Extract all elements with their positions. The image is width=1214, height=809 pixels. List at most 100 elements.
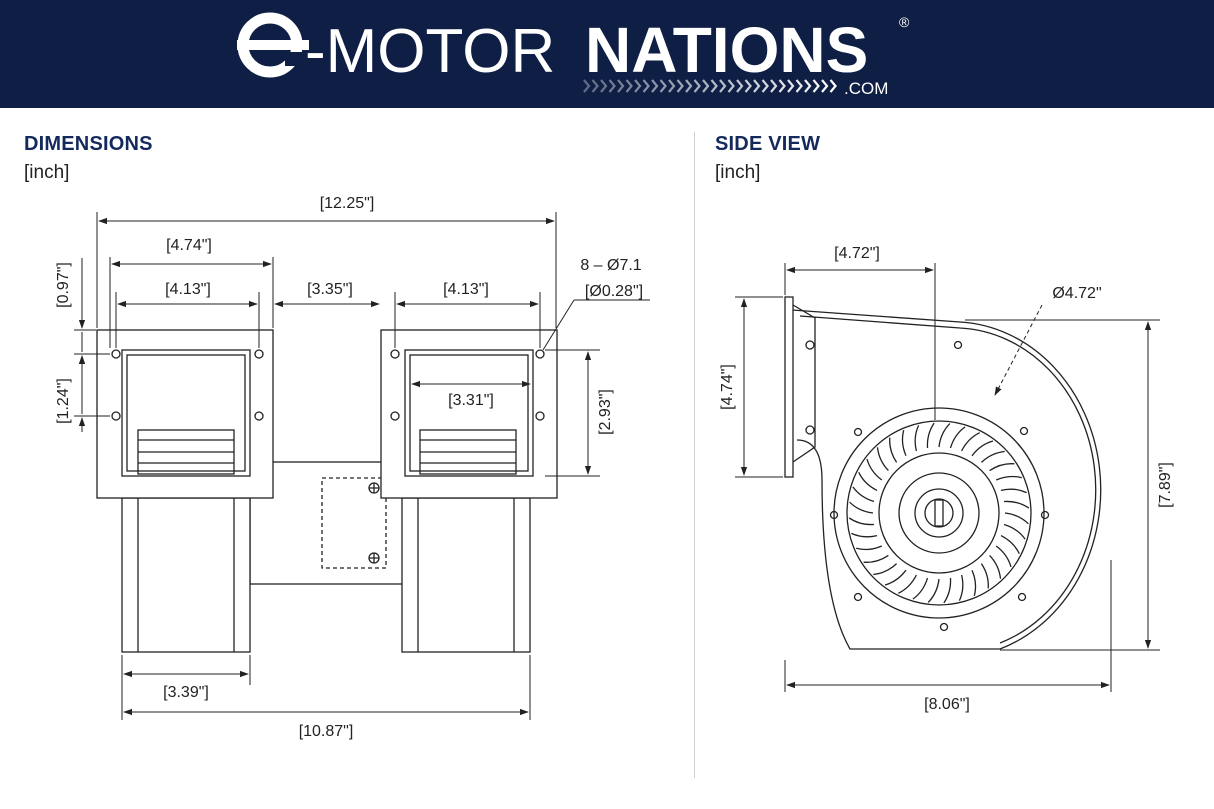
- fan-blade: [912, 577, 929, 600]
- dim-overall-depth: [8.06"]: [924, 696, 970, 713]
- chevron-mark: [676, 79, 684, 93]
- chevron-mark: [770, 79, 778, 93]
- fan-blade: [1000, 535, 1020, 554]
- chevron-mark: [787, 79, 795, 93]
- fan-blade: [980, 563, 989, 589]
- fan-blade: [1000, 488, 1027, 494]
- fan-blade: [914, 425, 920, 452]
- chevron-stripe-icon: [583, 79, 837, 93]
- fan-blade: [971, 569, 977, 596]
- fan-blade: [989, 463, 1015, 472]
- fan-blade: [1003, 523, 1026, 540]
- chevron-mark: [821, 79, 829, 93]
- chevron-mark: [600, 79, 608, 93]
- chevron-mark: [812, 79, 820, 93]
- chevron-mark: [795, 79, 803, 93]
- fan-blade: [898, 574, 917, 594]
- fan-blade: [995, 475, 1022, 481]
- chevron-mark: [719, 79, 727, 93]
- dim-hole-vertical: [1.24"]: [55, 378, 72, 424]
- fan-blade: [1004, 512, 1029, 525]
- dim-inlet-diameter: Ø4.72": [1052, 285, 1101, 302]
- front-view-drawing: [96, 329, 558, 653]
- chevron-mark: [778, 79, 786, 93]
- fan-blade: [995, 545, 1012, 568]
- brand-name: NATIONS: [585, 14, 868, 86]
- fan-blade: [949, 426, 966, 449]
- dim-overall-width: [12.25"]: [320, 195, 375, 212]
- fan-blade: [884, 569, 907, 586]
- chevron-mark: [668, 79, 676, 93]
- chevron-mark: [583, 79, 591, 93]
- section-divider: [694, 132, 695, 778]
- chevron-mark: [829, 79, 837, 93]
- chevron-mark: [634, 79, 642, 93]
- chevron-mark: [608, 79, 616, 93]
- fan-blade: [989, 554, 1002, 579]
- chevron-mark: [744, 79, 752, 93]
- front-view-dimensions: [12.25"] [4.74"] [4.13"] [3.35"] [4.13"]…: [55, 195, 650, 740]
- fan-blade: [851, 532, 878, 538]
- fan-blade: [863, 554, 889, 563]
- chevron-mark: [761, 79, 769, 93]
- brand-logo: -MOTOR NATIONS ® .COM: [237, 12, 910, 98]
- registered-mark: ®: [899, 14, 910, 30]
- brand-header: -MOTOR NATIONS ® .COM: [0, 0, 1214, 108]
- dim-holes-count: 8 – Ø7.1: [580, 257, 641, 274]
- chevron-mark: [727, 79, 735, 93]
- fan-blade: [889, 437, 898, 463]
- fan-blade: [901, 430, 907, 457]
- fan-blade: [927, 578, 940, 603]
- fan-blade: [866, 458, 883, 481]
- side-view-title: SIDE VIEW: [715, 133, 821, 155]
- fan-blade: [943, 577, 952, 604]
- dim-flange-width: [4.74"]: [166, 237, 212, 254]
- chevron-mark: [702, 79, 710, 93]
- fan-blades-icon: [848, 422, 1030, 604]
- fan-blade: [958, 574, 964, 601]
- dimensions-unit: [inch]: [24, 162, 70, 183]
- fan-blade: [876, 447, 889, 472]
- dim-gap: [3.35"]: [307, 281, 353, 298]
- dim-top-offset: [0.97"]: [55, 262, 72, 308]
- dim-flange-to-center: [4.72"]: [834, 245, 880, 262]
- chevron-mark: [685, 79, 693, 93]
- side-view-drawing: [784, 296, 1102, 650]
- chevron-mark: [804, 79, 812, 93]
- fan-blade: [858, 472, 878, 491]
- chevron-mark: [642, 79, 650, 93]
- dim-housing-width: [3.39"]: [163, 684, 209, 701]
- dim-left-hole-spacing: [4.13"]: [165, 281, 211, 298]
- dim-outlet-height: [2.93"]: [597, 389, 614, 435]
- fan-blade: [980, 450, 1005, 463]
- fan-blade: [852, 486, 875, 503]
- brand-motor: -MOTOR: [305, 17, 555, 86]
- e-logo-icon: [237, 12, 315, 78]
- fan-blade: [848, 517, 875, 526]
- side-view-dimensions: [4.72"] Ø4.72" [8.06"] [4.74"] [7.89"]: [719, 245, 1174, 713]
- fan-blade: [926, 422, 935, 449]
- dim-overall-height: [7.89"]: [1157, 462, 1174, 508]
- dim-outlet-width: [3.31"]: [448, 392, 494, 409]
- side-view-unit: [inch]: [715, 162, 761, 183]
- chevron-mark: [617, 79, 625, 93]
- chevron-mark: [710, 79, 718, 93]
- fan-blade: [856, 545, 883, 551]
- chevron-mark: [591, 79, 599, 93]
- brand-domain: .COM: [844, 79, 888, 98]
- dim-right-hole-spacing: [4.13"]: [443, 281, 489, 298]
- chevron-mark: [625, 79, 633, 93]
- fan-blade: [1003, 500, 1030, 509]
- dim-holes-diameter: [Ø0.28"]: [585, 283, 643, 300]
- fan-blade: [971, 440, 994, 457]
- dimensions-title: DIMENSIONS: [24, 133, 153, 155]
- chevron-mark: [651, 79, 659, 93]
- fan-blade: [849, 501, 874, 514]
- fan-blade: [961, 432, 980, 452]
- chevron-mark: [659, 79, 667, 93]
- chevron-mark: [693, 79, 701, 93]
- chevron-mark: [753, 79, 761, 93]
- fan-blade: [873, 563, 898, 576]
- chevron-mark: [736, 79, 744, 93]
